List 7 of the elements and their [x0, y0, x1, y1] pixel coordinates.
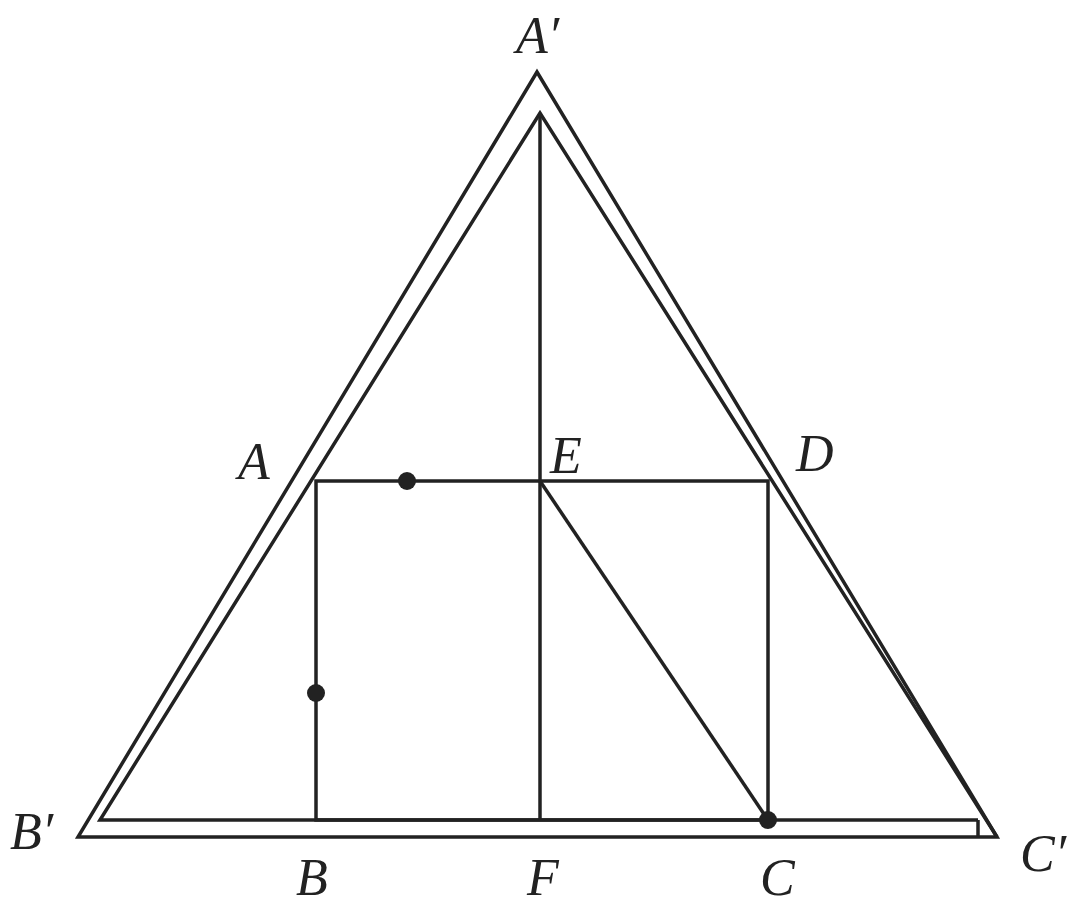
point-label: F [527, 852, 559, 904]
point-label: B [296, 852, 328, 904]
point-label: B′ [10, 806, 54, 858]
point-label: C [760, 852, 795, 904]
point-label: E [550, 430, 582, 482]
point-label: C′ [1020, 828, 1067, 880]
point-label: D [796, 428, 834, 480]
